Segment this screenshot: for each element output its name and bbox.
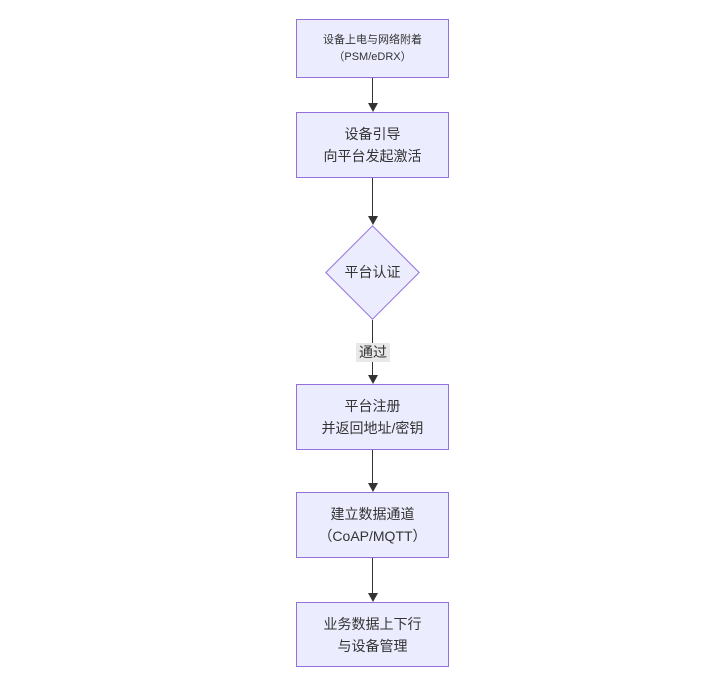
arrow-register-to-channel-line [372, 450, 373, 484]
arrow-bootstrap-to-auth-head [368, 216, 378, 225]
arrow-register-to-channel-head [368, 483, 378, 492]
arrow-bootstrap-to-auth-line [372, 178, 373, 217]
node-power-attach: 设备上电与网络附着 （PSM/eDRX） [296, 19, 449, 78]
decision-platform-auth-label: 平台认证 [344, 264, 401, 280]
node-business-data: 业务数据上下行 与设备管理 [296, 602, 449, 667]
node-data-channel-line2: （CoAP/MQTT） [318, 528, 427, 544]
node-bootstrap-line1: 设备引导 [344, 126, 401, 142]
node-data-channel-line1: 建立数据通道 [330, 506, 415, 522]
edge-label-pass: 通过 [356, 343, 390, 362]
node-platform-register-line1: 平台注册 [344, 398, 401, 414]
node-data-channel: 建立数据通道 （CoAP/MQTT） [296, 492, 449, 558]
node-bootstrap-line2: 向平台发起激活 [323, 148, 422, 164]
arrow-channel-to-business-head [368, 593, 378, 602]
node-business-data-line2: 与设备管理 [337, 637, 408, 654]
node-business-data-line1: 业务数据上下行 [323, 615, 422, 632]
arrow-channel-to-business-line [372, 558, 373, 594]
arrow-power-to-bootstrap-head [368, 103, 378, 112]
node-platform-register: 平台注册 并返回地址/密钥 [296, 384, 449, 450]
node-power-attach-line1: 设备上电与网络附着 [323, 33, 422, 46]
node-bootstrap: 设备引导 向平台发起激活 [296, 112, 449, 178]
arrow-power-to-bootstrap-line [372, 78, 373, 104]
arrow-auth-to-register-head [368, 375, 378, 384]
node-power-attach-line2: （PSM/eDRX） [333, 50, 412, 63]
node-platform-register-line2: 并返回地址/密钥 [321, 420, 424, 436]
